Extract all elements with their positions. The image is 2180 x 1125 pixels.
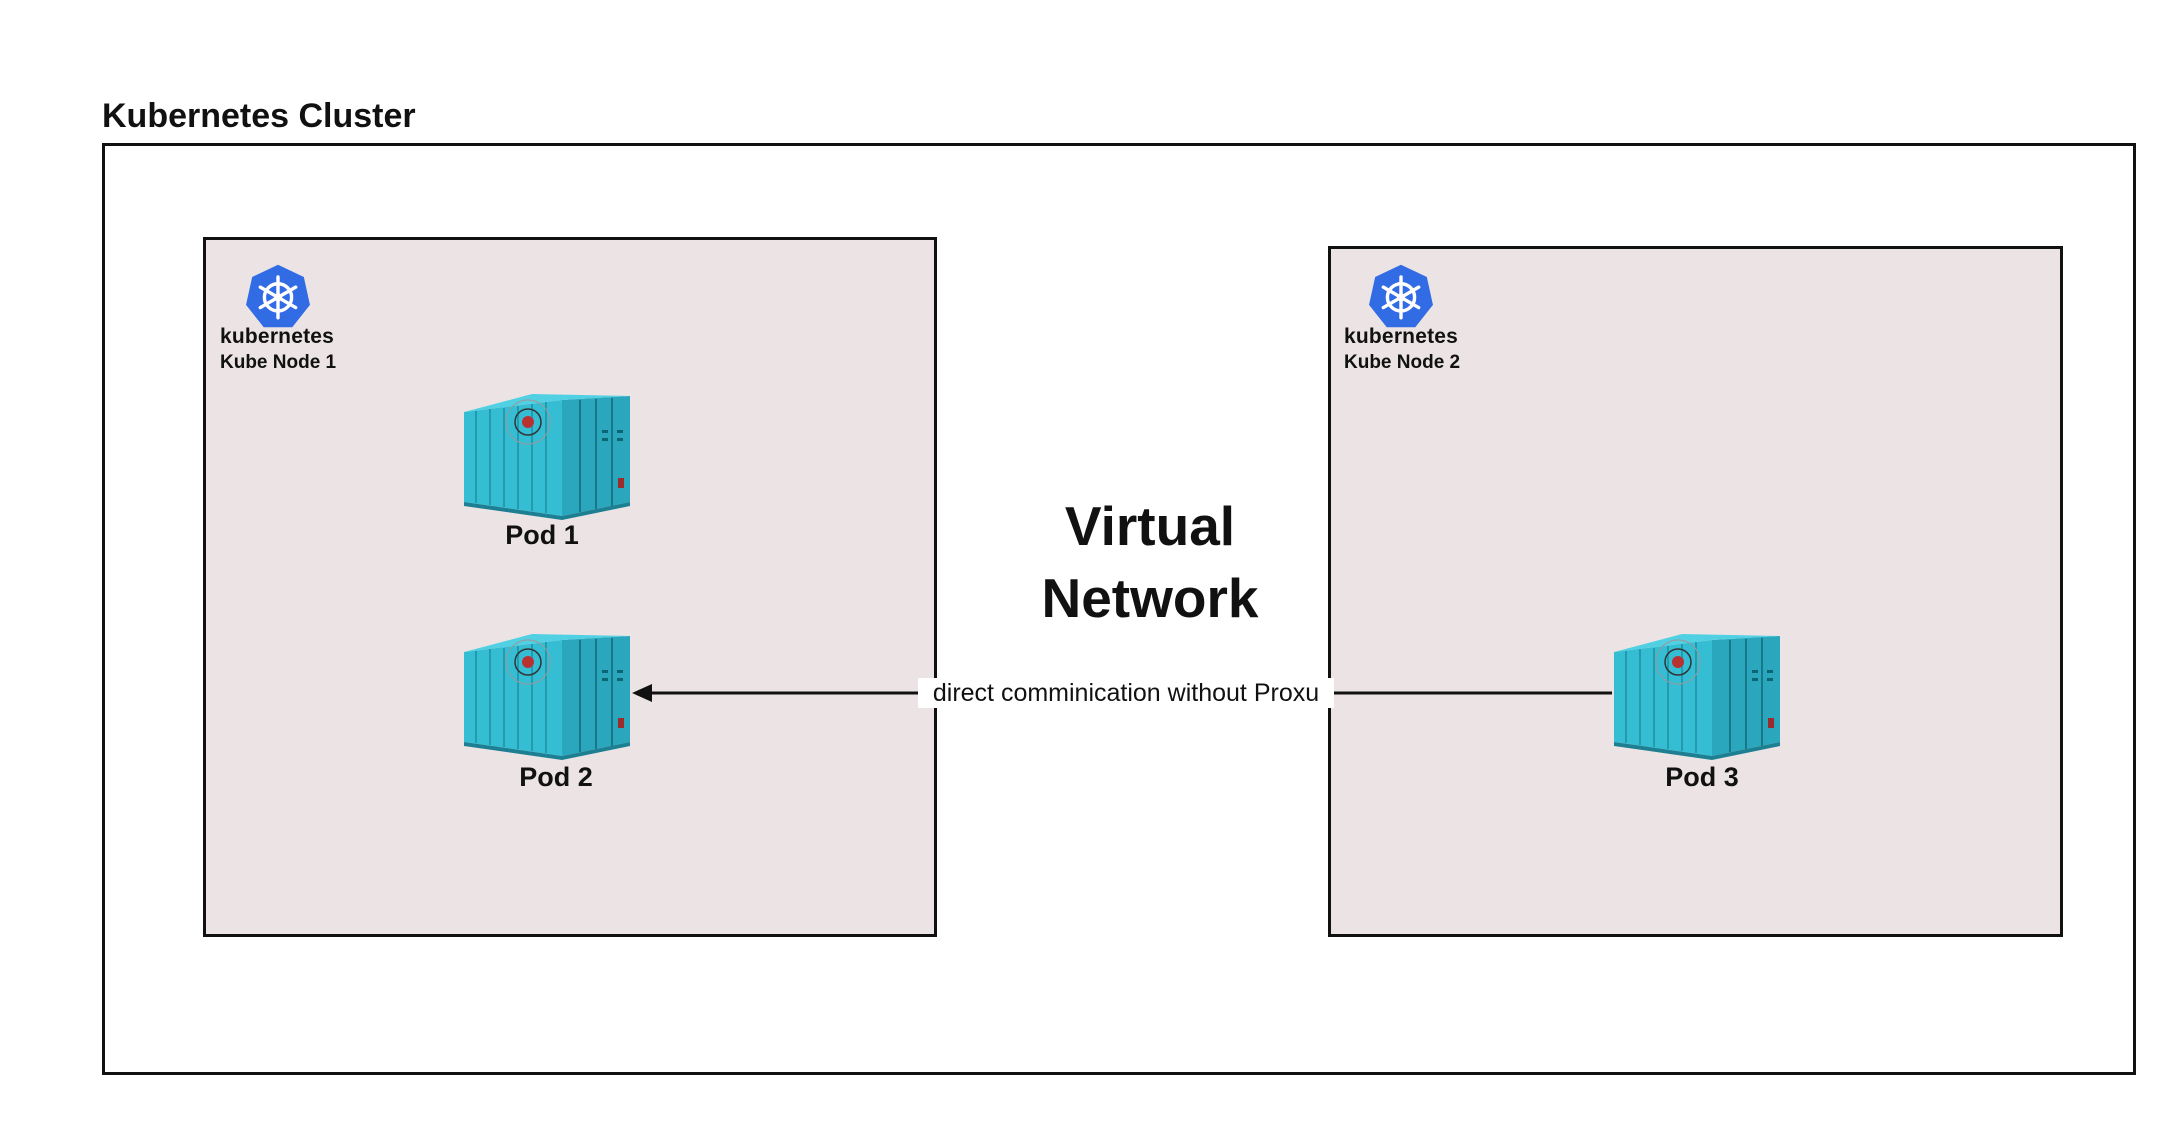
- pod-1-label: Pod 1: [505, 520, 579, 550]
- virtual-network-line-2: Network: [1041, 567, 1259, 629]
- kube-node-2-label: Kube Node 2: [1344, 352, 1461, 373]
- pod-3-label: Pod 3: [1665, 762, 1739, 792]
- virtual-network-label: Virtual Network: [1010, 490, 1290, 634]
- kubernetes-logo-icon: [1367, 263, 1435, 329]
- pod-3-container-icon: [1613, 633, 1781, 760]
- kube-node-2-box: [1328, 246, 2063, 937]
- kubernetes-wordmark: kubernetes: [220, 325, 335, 348]
- kube-node-1-label: Kube Node 1: [220, 352, 337, 373]
- kubernetes-wordmark: kubernetes: [1344, 325, 1459, 348]
- pod-2-label: Pod 2: [519, 762, 593, 792]
- cluster-title: Kubernetes Cluster: [102, 97, 416, 135]
- pod-1-container-icon: [463, 393, 631, 520]
- connection-label: direct comminication without Proxu: [918, 678, 1334, 708]
- kubernetes-logo-icon: [244, 263, 312, 329]
- pod-2-container-icon: [463, 633, 631, 760]
- kube-node-1-box: [203, 237, 937, 937]
- virtual-network-line-1: Virtual: [1064, 495, 1236, 557]
